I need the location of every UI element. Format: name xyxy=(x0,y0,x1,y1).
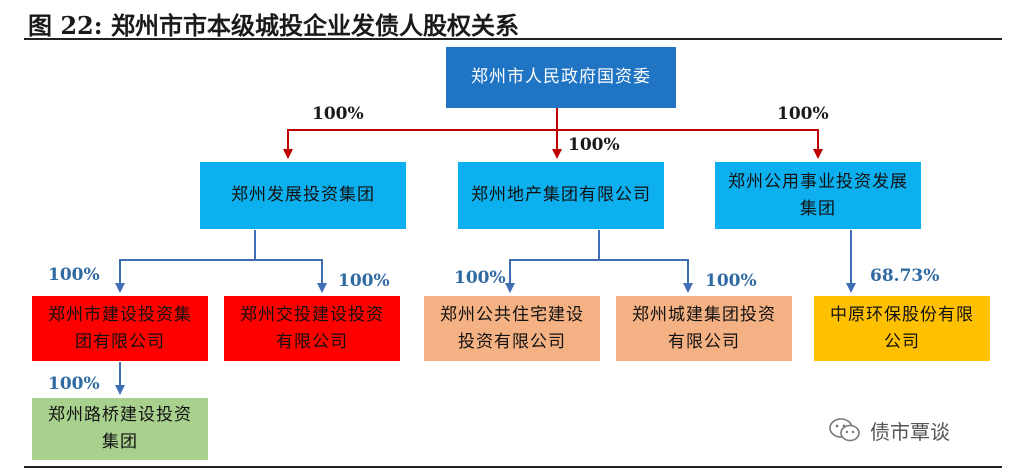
node-citybuild-invest-label: 郑州城建集团投资有限公司 xyxy=(632,304,776,352)
node-road-bridge-label: 郑州路桥建设投资集团 xyxy=(48,405,192,452)
node-realestate-group-label: 郑州地产集团有限公司 xyxy=(471,185,651,205)
node-traffic-invest: 郑州交投建设投资有限公司 xyxy=(224,296,400,361)
pct-construction-roadbridge: 100% xyxy=(48,374,100,394)
node-dev-group-label: 郑州发展投资集团 xyxy=(231,185,375,205)
pct-root-realestate: 100% xyxy=(568,135,620,155)
node-root-label: 郑州市人民政府国资委 xyxy=(471,67,651,87)
node-construction-invest: 郑州市建设投资集团有限公司 xyxy=(32,296,208,361)
node-zhongyuan-env-label: 中原环保股份有限公司 xyxy=(830,304,974,352)
node-construction-invest-label: 郑州市建设投资集团有限公司 xyxy=(48,304,192,352)
node-utility-group-label: 郑州公用事业投资发展集团 xyxy=(728,171,908,219)
pct-realestate-housing: 100% xyxy=(454,268,506,288)
arrow-root-dev xyxy=(283,108,558,159)
pct-dev-traffic: 100% xyxy=(338,271,390,291)
pct-dev-construction: 100% xyxy=(48,265,100,285)
node-utility-group: 郑州公用事业投资发展集团 xyxy=(715,162,921,229)
node-zhongyuan-env: 中原环保股份有限公司 xyxy=(814,296,990,361)
arrow-realestate-housing xyxy=(505,230,600,293)
node-housing-invest-label: 郑州公共住宅建设投资有限公司 xyxy=(440,304,584,352)
figure-title: 图 22: 郑州市市本级城投企业发债人股权关系 xyxy=(28,11,519,40)
node-traffic-invest-label: 郑州交投建设投资有限公司 xyxy=(240,304,384,352)
pct-realestate-citybuild: 100% xyxy=(705,271,757,291)
watermark: 债市覃谈 xyxy=(828,413,950,447)
node-root: 郑州市人民政府国资委 xyxy=(446,47,676,108)
watermark-text: 债市覃谈 xyxy=(870,419,950,444)
arrow-dev-traffic xyxy=(255,259,327,293)
root-connectors xyxy=(283,108,823,159)
pct-root-dev: 100% xyxy=(312,104,364,124)
node-housing-invest: 郑州公共住宅建设投资有限公司 xyxy=(424,296,600,361)
node-dev-group: 郑州发展投资集团 xyxy=(200,162,406,229)
arrow-dev-construction xyxy=(115,230,256,293)
pct-utility-zhongyuan: 68.73% xyxy=(870,266,940,286)
node-road-bridge: 郑州路桥建设投资集团 xyxy=(32,398,208,460)
bottom-rule xyxy=(24,466,1002,468)
node-realestate-group: 郑州地产集团有限公司 xyxy=(458,162,664,229)
child-connectors xyxy=(115,230,856,395)
arrow-root-utility xyxy=(557,129,823,159)
top-rule xyxy=(24,38,1002,40)
wechat-icon xyxy=(829,418,860,442)
node-citybuild-invest: 郑州城建集团投资有限公司 xyxy=(616,296,792,361)
pct-root-utility: 100% xyxy=(777,104,829,124)
arrow-realestate-citybuild xyxy=(599,259,693,293)
